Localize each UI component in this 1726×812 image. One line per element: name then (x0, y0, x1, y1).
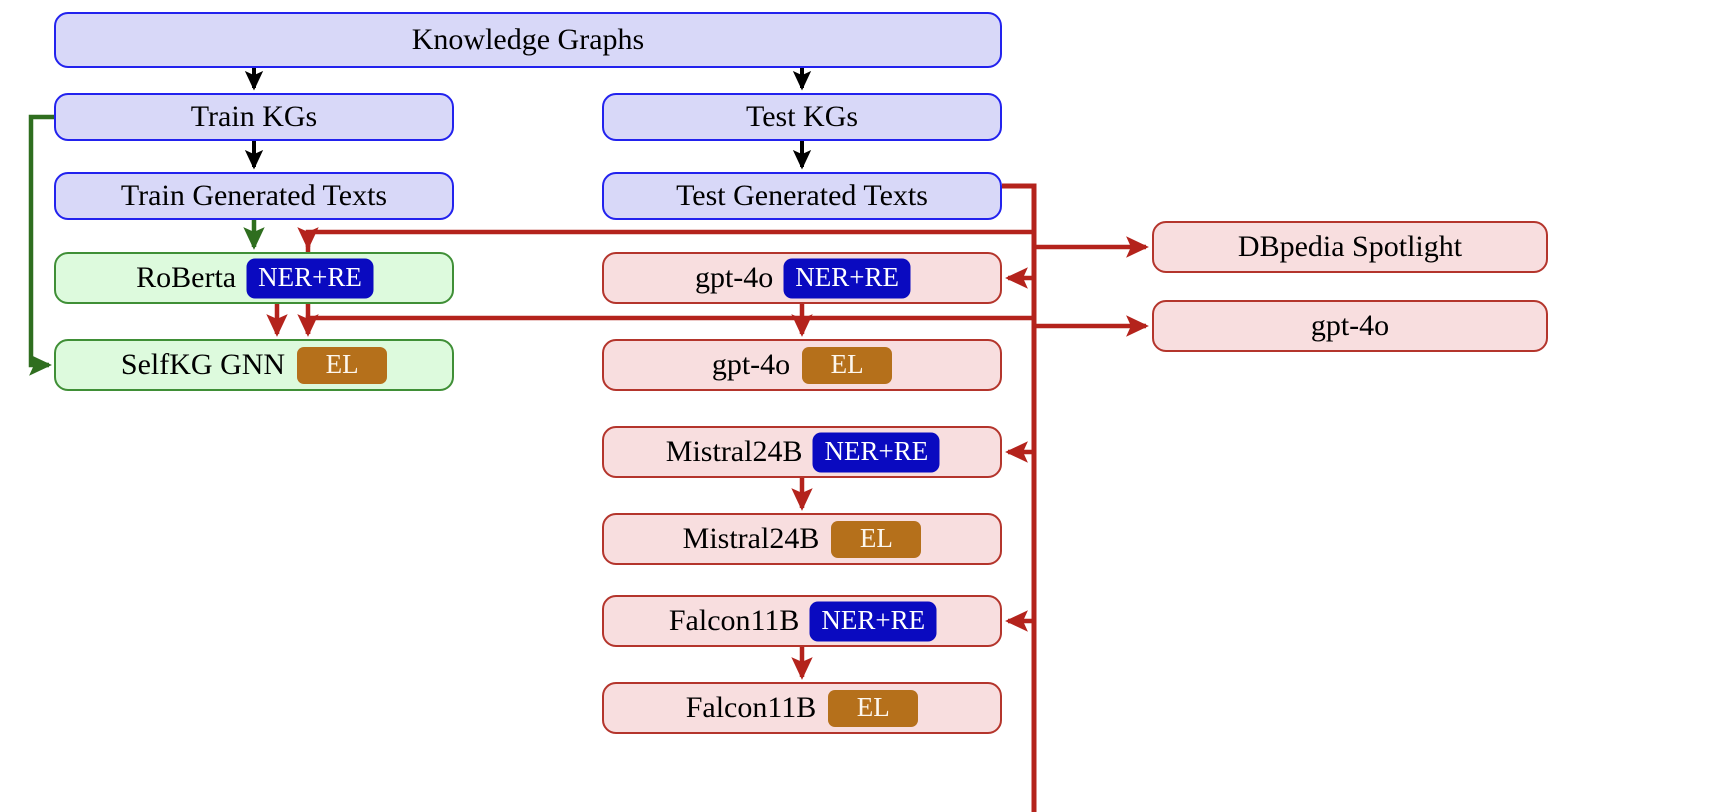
node-label: gpt-4o (711, 348, 791, 381)
badge-el: EL (828, 689, 919, 727)
node-label: Falcon11B (668, 604, 800, 637)
node-gpt4o-linker[interactable]: gpt-4o (1152, 300, 1548, 352)
node-falcon11b-el[interactable]: Falcon11B EL (602, 682, 1002, 734)
node-falcon11b-nerre[interactable]: Falcon11B NER+RE (602, 595, 1002, 647)
node-gpt4o-nerre[interactable]: gpt-4o NER+RE (602, 252, 1002, 304)
node-label: RoBerta (136, 261, 237, 294)
edge-test-texts-to-selfkg-el (297, 314, 1034, 337)
badge-el: EL (802, 346, 893, 384)
badge-label: NER+RE (258, 261, 362, 292)
node-label: Falcon11B (685, 691, 817, 724)
node-mistral24b-el[interactable]: Mistral24B EL (602, 513, 1002, 565)
node-label: gpt-4o (694, 261, 774, 294)
badge-nerre: NER+RE (785, 259, 910, 297)
node-roberta-nerre[interactable]: RoBerta NER+RE (54, 252, 454, 304)
node-dbpedia-spotlight[interactable]: DBpedia Spotlight (1152, 221, 1548, 273)
badge-nerre: NER+RE (248, 259, 372, 297)
node-label: Mistral24B (665, 435, 803, 468)
badge-label: NER+RE (824, 435, 929, 466)
badge-label: EL (325, 348, 359, 379)
node-test-kgs[interactable]: Test KGs (602, 93, 1002, 141)
node-label: Test Generated Texts (676, 179, 928, 212)
node-label: Knowledge Graphs (411, 23, 645, 56)
node-label: gpt-4o (1310, 309, 1390, 342)
node-label: Train KGs (190, 100, 318, 133)
node-selfkg-gnn-el[interactable]: SelfKG GNN EL (54, 339, 454, 391)
badge-nerre: NER+RE (811, 602, 936, 640)
node-train-generated-texts[interactable]: Train Generated Texts (54, 172, 454, 220)
node-train-kgs[interactable]: Train KGs (54, 93, 454, 141)
badge-label: EL (856, 691, 890, 722)
node-gpt4o-el[interactable]: gpt-4o EL (602, 339, 1002, 391)
badge-el: EL (831, 520, 922, 558)
node-label: Train Generated Texts (120, 179, 388, 212)
node-knowledge-graphs[interactable]: Knowledge Graphs (54, 12, 1002, 68)
badge-label: EL (830, 348, 864, 379)
edge-train-kgs-to-selfkg (28, 114, 54, 376)
node-label: Test KGs (745, 100, 859, 133)
node-label: Mistral24B (682, 522, 820, 555)
node-test-generated-texts[interactable]: Test Generated Texts (602, 172, 1002, 220)
edge-test-texts-trunk (1002, 183, 1037, 812)
node-label: DBpedia Spotlight (1237, 230, 1463, 263)
node-label: SelfKG GNN (120, 348, 286, 381)
badge-label: EL (859, 522, 893, 553)
badge-el: EL (297, 346, 388, 384)
badge-label: NER+RE (821, 604, 926, 635)
node-mistral24b-nerre[interactable]: Mistral24B NER+RE (602, 426, 1002, 478)
badge-nerre: NER+RE (814, 433, 939, 471)
badge-label: NER+RE (795, 261, 900, 292)
